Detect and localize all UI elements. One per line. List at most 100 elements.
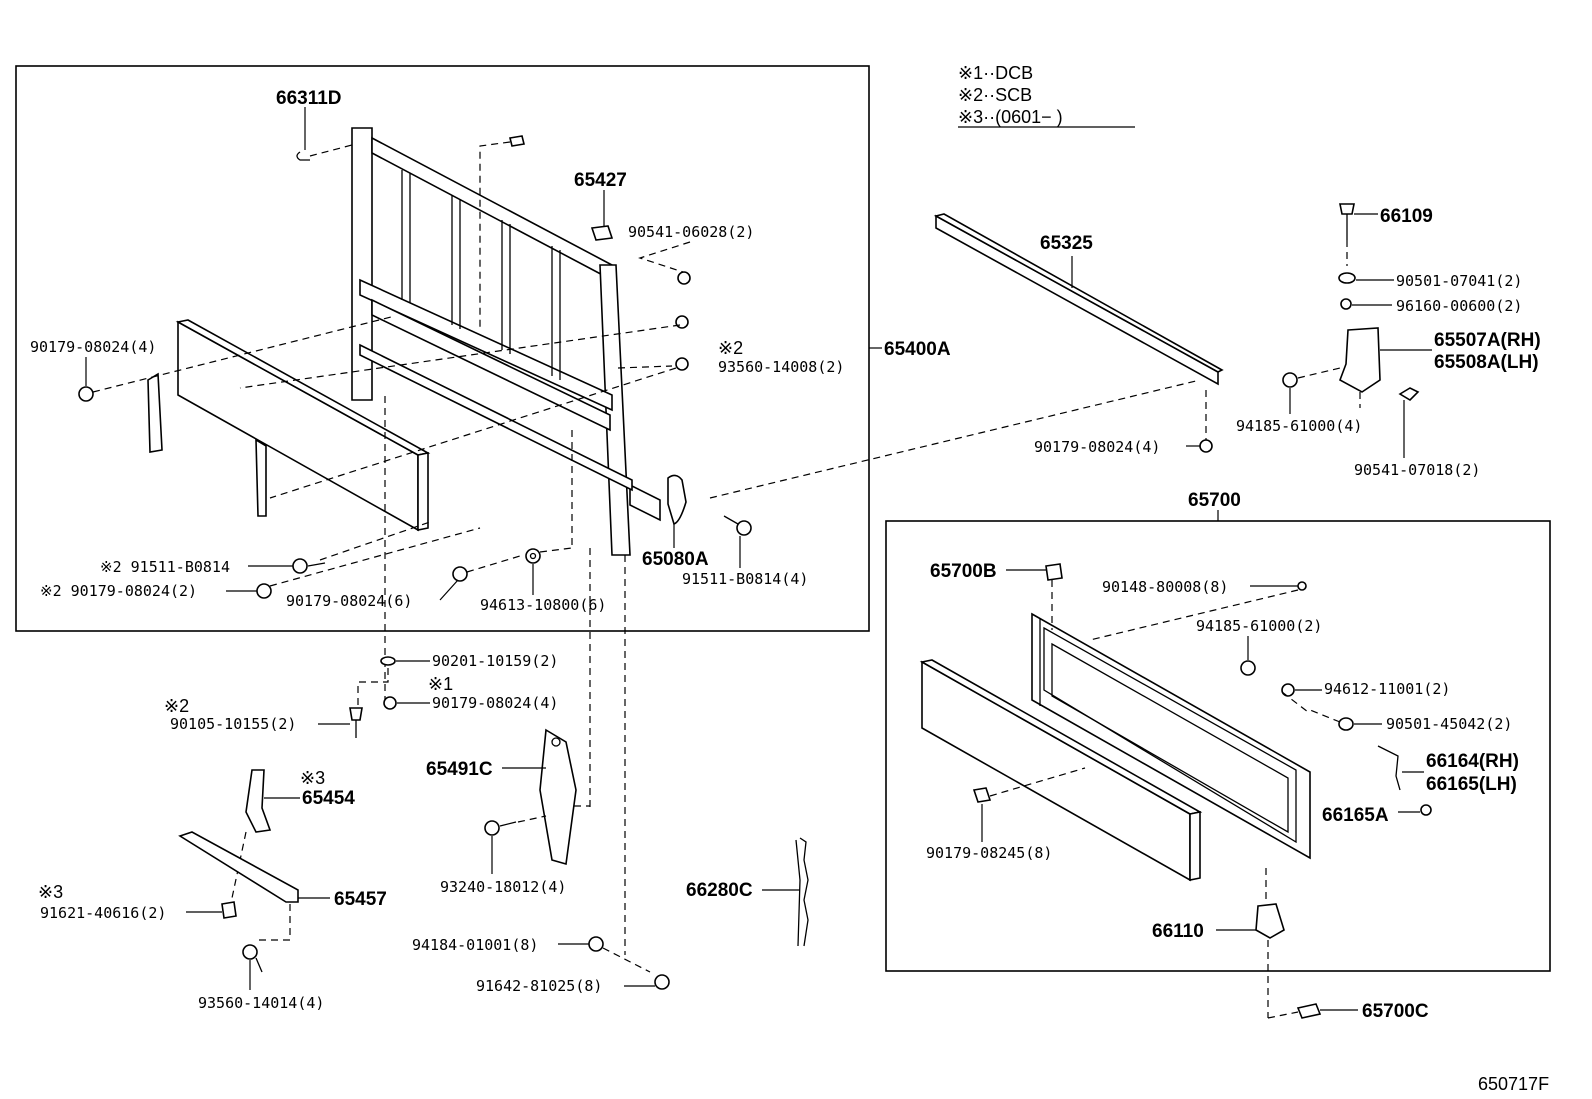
bracket-65454: [245, 769, 272, 833]
label-66165: 66165(LH): [1426, 774, 1517, 795]
bracket-65491C: [539, 728, 577, 866]
label-90179-08024-c: 90179-08024(4): [432, 694, 558, 712]
washer-94613-10800: [525, 548, 541, 564]
label-66311D: 66311D: [276, 88, 342, 109]
label-91642-81025: 91642-81025(8): [476, 977, 602, 995]
label-90179-08024-6: 90179-08024(6): [286, 592, 412, 610]
label-66110: 66110: [1152, 921, 1204, 942]
screw-90541-07018: [1398, 387, 1420, 402]
nut-90179-08024-six: [452, 566, 468, 582]
bolt-top: [509, 135, 525, 147]
label-90179-08245: 90179-08245(8): [926, 844, 1052, 862]
nut-90179-08024-left: [78, 386, 94, 402]
label-91621-40616: 91621-40616(2): [40, 904, 166, 922]
label-66164: 66164(RH): [1426, 751, 1519, 772]
bolt-90105-10155: [349, 707, 363, 721]
label-90201-10159: 90201-10159(2): [432, 652, 558, 670]
bolt-93240-18012: [484, 820, 500, 836]
hook-65080A: [667, 474, 687, 526]
label-mark2-b: ※2: [164, 696, 189, 716]
label-91511-B0814-4: 91511-B0814(4): [682, 570, 808, 588]
bolt-91511-B0814-left: [292, 558, 308, 574]
nut-90179-08245: [972, 787, 992, 803]
rivet-90148-80008: [1297, 581, 1307, 591]
knob-66165A: [1420, 804, 1432, 816]
label-90501-45042: 90501-45042(2): [1386, 715, 1512, 733]
label-mark2-a: ※2: [718, 338, 743, 358]
label-65457: 65457: [334, 889, 387, 910]
headboard-frame: [351, 127, 661, 556]
label-mark3-b: ※3: [38, 882, 63, 902]
label-66109: 66109: [1380, 206, 1433, 227]
label-mark1: ※1: [428, 674, 453, 694]
label-65507A: 65507A(RH): [1434, 330, 1541, 351]
label-65400A: 65400A: [884, 339, 951, 360]
clip-66311D: [296, 151, 310, 161]
label-94185-61000-4: 94185-61000(4): [1236, 417, 1362, 435]
tailgate-frame: [1031, 612, 1311, 860]
plate-65457: [178, 831, 299, 903]
label-90541-07018: 90541-07018(2): [1354, 461, 1480, 479]
bolt-91642-81025: [654, 974, 670, 990]
diagram-code: 650717F: [1478, 1074, 1549, 1094]
label-90105-10155: 90105-10155(2): [170, 715, 296, 733]
nut-90179-08024-left2: [256, 583, 272, 599]
label-mark3-a: ※3: [300, 768, 325, 788]
label-94185-61000-2: 94185-61000(2): [1196, 617, 1322, 635]
label-90541-06028: 90541-06028(2): [628, 223, 754, 241]
spring-90501-45042: [1338, 717, 1354, 731]
label-65454: 65454: [302, 788, 355, 809]
label-65700: 65700: [1188, 490, 1241, 511]
label-90179-08024-b: 90179-08024(4): [1034, 438, 1160, 456]
panel-bracket-left: [147, 372, 163, 453]
washer-94612-11001: [1281, 683, 1295, 697]
nut-94185-61000-tail: [1240, 660, 1256, 676]
spring-90501-07041: [1338, 272, 1356, 284]
label-65325: 65325: [1040, 233, 1093, 254]
bolt-66109: [1339, 203, 1355, 215]
latch-66110: [1255, 903, 1285, 939]
label-90148-80008: 90148-80008(8): [1102, 578, 1228, 596]
clip-65700B: [1045, 563, 1063, 581]
label-65508A: 65508A(LH): [1434, 352, 1539, 373]
label-91511-B0814: ※2 91511-B0814: [100, 558, 230, 576]
headboard-panel: [177, 320, 419, 532]
label-65700B: 65700B: [930, 561, 997, 582]
nut-90179-08024-rail: [1199, 439, 1213, 453]
label-66165A: 66165A: [1322, 805, 1389, 826]
legend-note-1: ※1··DCB: [958, 63, 1033, 83]
label-65080A: 65080A: [642, 549, 709, 570]
legend-note-2: ※2··SCB: [958, 85, 1032, 105]
label-94612-11001: 94612-11001(2): [1324, 680, 1450, 698]
label-93560-14014: 93560-14014(4): [198, 994, 324, 1012]
label-65491C: 65491C: [426, 759, 493, 780]
label-94184-01001: 94184-01001(8): [412, 936, 538, 954]
label-94613-10800: 94613-10800(6): [480, 596, 606, 614]
nut-94184-01001: [588, 936, 604, 952]
bolt-91511-B0814-right: [736, 520, 752, 536]
bolt-65700C: [1296, 1003, 1322, 1019]
strap-66280C: [799, 837, 809, 947]
cap-65427: [590, 225, 614, 241]
label-90179-08024-a: 90179-08024(4): [30, 338, 156, 356]
nut-94185-61000: [1282, 372, 1298, 388]
legend-note-3: ※3··(0601− ): [958, 107, 1063, 127]
label-66280C: 66280C: [686, 880, 753, 901]
washer-96160-00600: [1340, 298, 1352, 310]
label-90501-07041: 90501-07041(2): [1396, 272, 1522, 290]
pin-66164: [1377, 745, 1401, 791]
nut-upper-right: [675, 315, 689, 329]
hinge-65507A: [1339, 327, 1381, 393]
label-96160-00600: 96160-00600(2): [1396, 297, 1522, 315]
label-93240-18012: 93240-18012(4): [440, 878, 566, 896]
screw-90541-06028: [677, 271, 691, 285]
label-93560-14008: 93560-14008(2): [718, 358, 844, 376]
label-65427: 65427: [574, 170, 627, 191]
bolt-93560-14014: [242, 944, 258, 960]
nut-93560-14008: [675, 357, 689, 371]
label-90179-08024-2: ※2 90179-08024(2): [40, 582, 197, 600]
washer-90201-10159: [380, 656, 396, 666]
panel-bracket-lower: [255, 438, 267, 517]
